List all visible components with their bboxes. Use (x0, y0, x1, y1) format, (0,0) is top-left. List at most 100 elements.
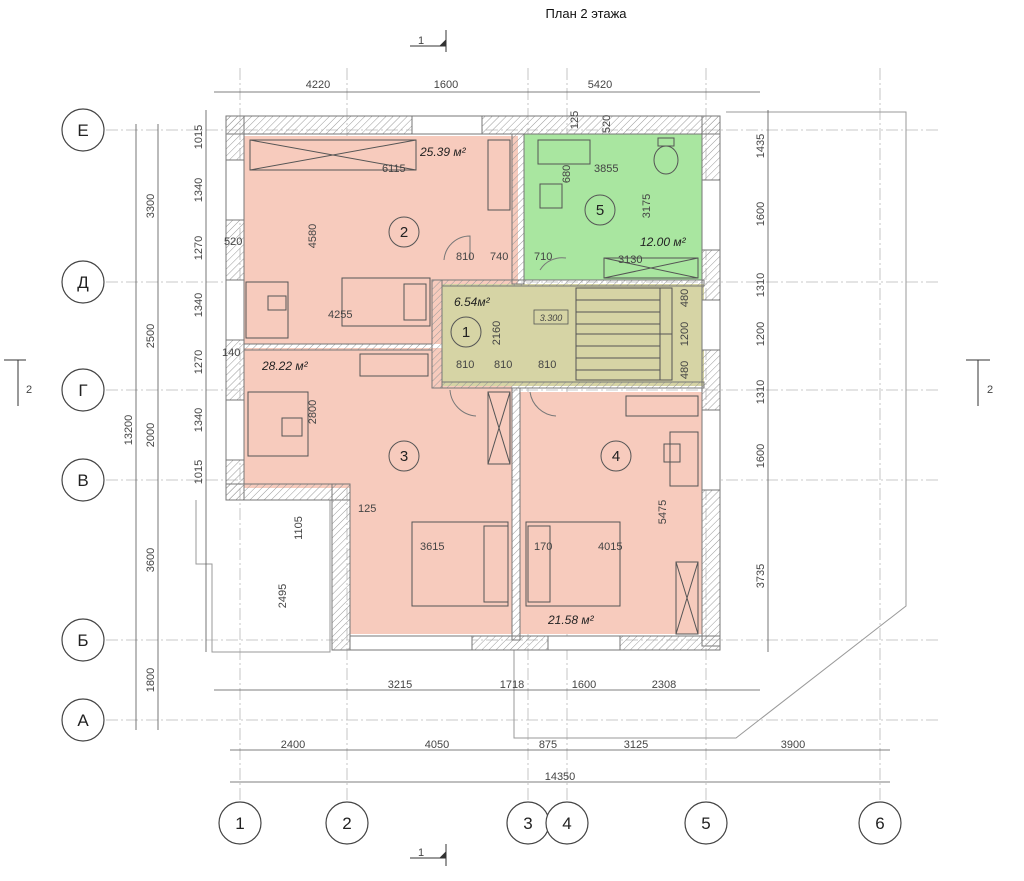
dim-interior: 520 (224, 236, 242, 248)
dim-interior: 740 (490, 251, 508, 263)
dim-right-inner: 1310 (755, 380, 767, 404)
dim-top: 4220 (306, 79, 330, 91)
dim-bottom-axis: 3900 (781, 739, 805, 751)
dim-bottom-axis: 2400 (281, 739, 305, 751)
windows (225, 115, 721, 651)
furniture (245, 137, 699, 635)
room-3-fill-lower (350, 486, 512, 634)
room-area: 6.54м² (454, 295, 491, 309)
axis-col-label: 5 (701, 814, 710, 833)
dim-interior: 6115 (382, 163, 406, 175)
dim-bottom-axis: 875 (539, 739, 557, 751)
dim-bottom-inner: 1718 (500, 679, 524, 691)
dim-right-inner: 1200 (755, 322, 767, 346)
dim-right-inner: 3735 (755, 564, 767, 588)
dim-interior: 170 (534, 541, 552, 553)
staircase (575, 287, 673, 381)
dim-left-inner: 1270 (193, 350, 205, 374)
axis-row-label: Д (77, 273, 89, 292)
dim-interior: 125 (569, 111, 581, 129)
room-area: 21.58 м² (547, 613, 595, 627)
dim-interior: 2495 (277, 584, 289, 608)
dim-interior: 3175 (641, 194, 653, 218)
axis-row-label: В (77, 471, 88, 490)
dim-interior: 810 (538, 359, 556, 371)
dim-bottom-inner: 3215 (388, 679, 412, 691)
dim-interior: 4015 (598, 541, 622, 553)
section-mark-top-label: 1 (418, 35, 424, 47)
section-mark-top (410, 30, 447, 52)
dim-left-axis: 3300 (145, 194, 157, 218)
dim-left-axis: 1800 (145, 668, 157, 692)
dim-top: 1600 (434, 79, 458, 91)
dim-bottom-inner: 2308 (652, 679, 676, 691)
dim-left-inner: 1015 (193, 125, 205, 149)
dim-interior: 3855 (594, 163, 618, 175)
room-number: 1 (462, 324, 470, 341)
dim-interior: 140 (222, 347, 240, 359)
axis-row-label: Е (77, 121, 88, 140)
dim-left-axis: 2500 (145, 324, 157, 348)
section-mark-right-label: 2 (987, 384, 993, 396)
room-area: 25.39 м² (419, 145, 467, 159)
axis-row-label: Г (78, 381, 87, 400)
dim-right-inner: 1310 (755, 273, 767, 297)
dim-right-inner: 1600 (755, 202, 767, 226)
level-mark-box (533, 309, 569, 325)
dim-left-inner: 1270 (193, 236, 205, 260)
room-number: 5 (596, 202, 604, 219)
dim-top: 5420 (588, 79, 612, 91)
dim-interior: 5475 (657, 500, 669, 524)
dim-left-total: 13200 (123, 415, 135, 446)
level-mark: 3.300 (540, 313, 563, 323)
dimension-lines (135, 91, 890, 783)
dim-left-inner: 1340 (193, 293, 205, 317)
dim-interior: 4580 (307, 224, 319, 248)
axis-row-label: Б (77, 631, 88, 650)
room-number: 2 (400, 224, 408, 241)
room-area: 12.00 м² (640, 235, 687, 249)
dim-interior: 125 (358, 503, 376, 515)
dim-interior: 810 (456, 359, 474, 371)
axis-col-label: 1 (235, 814, 244, 833)
dim-left-inner: 1340 (193, 408, 205, 432)
dim-interior: 680 (561, 165, 573, 183)
room-number: 3 (400, 448, 408, 465)
dim-left-axis: 2000 (145, 423, 157, 447)
section-mark-left-label: 2 (26, 384, 32, 396)
axis-col-label: 3 (523, 814, 532, 833)
dim-left-axis: 3600 (145, 548, 157, 572)
room-number-circles (388, 194, 632, 472)
axis-bubbles (61, 108, 902, 845)
room-4-fill (520, 392, 702, 634)
dim-total-width: 14350 (545, 771, 576, 783)
dim-interior: 520 (601, 115, 613, 133)
axis-col-label: 2 (342, 814, 351, 833)
dim-interior: 480 (679, 289, 691, 307)
dim-left-inner: 1015 (193, 460, 205, 484)
dim-interior: 710 (534, 251, 552, 263)
dim-interior: 4255 (328, 309, 352, 321)
section-mark-bottom-label: 1 (418, 847, 424, 859)
dim-bottom-axis: 3125 (624, 739, 648, 751)
dim-interior: 2800 (307, 400, 319, 424)
dim-bottom-axis: 4050 (425, 739, 449, 751)
section-mark-right (966, 359, 990, 406)
dim-interior: 810 (494, 359, 512, 371)
section-mark-left (4, 359, 26, 406)
axis-col-label: 4 (562, 814, 571, 833)
dim-interior: 2160 (491, 321, 503, 345)
axis-col-label: 6 (875, 814, 884, 833)
dim-left-inner: 1340 (193, 178, 205, 202)
dim-bottom-inner: 1600 (572, 679, 596, 691)
room-area: 28.22 м² (261, 359, 309, 373)
dim-right-inner: 1600 (755, 444, 767, 468)
terrace-outline (195, 111, 907, 739)
dim-interior: 3130 (618, 254, 642, 266)
dim-interior: 480 (679, 361, 691, 379)
dim-right-inner: 1435 (755, 134, 767, 158)
section-mark-bottom (410, 844, 447, 866)
dim-interior: 3615 (420, 541, 444, 553)
axis-row-label: А (77, 711, 89, 730)
